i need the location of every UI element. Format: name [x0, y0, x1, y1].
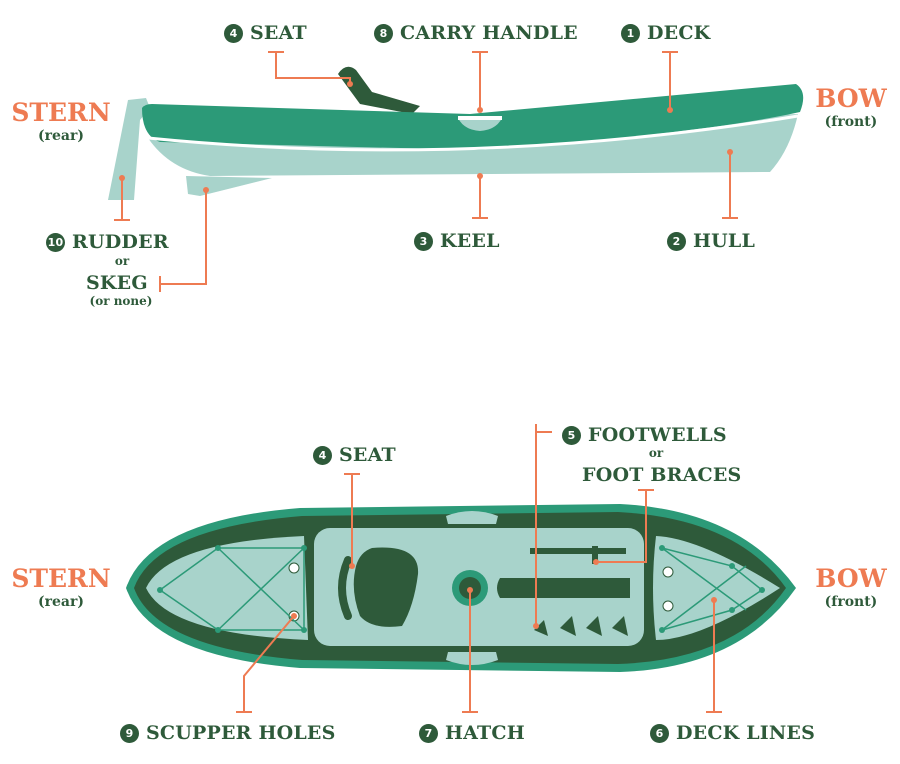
label-text: HULL: [693, 230, 756, 252]
side-view-leader-dots: [119, 81, 733, 193]
number-badge: 2: [667, 231, 686, 251]
scupper-hole-1: [288, 562, 300, 574]
stern-deck-lines: [159, 547, 305, 631]
foot-brace-rail: [530, 548, 626, 554]
scupper-hole-4: [662, 600, 674, 612]
top-seat-front: [338, 556, 352, 620]
label-text: KEEL: [440, 230, 500, 252]
label-footwells: 5 FOOTWELLS: [562, 424, 727, 446]
label-text: SCUPPER HOLES: [146, 722, 336, 744]
side-view-kayak: [108, 66, 804, 200]
sheer-line: [147, 114, 799, 152]
seat-back-shape: [338, 66, 420, 114]
number-badge: 3: [414, 231, 433, 251]
number-badge: 9: [120, 723, 139, 743]
top-carry-handle-rear: [446, 652, 498, 665]
number-badge: 5: [562, 425, 581, 445]
top-view-leader-dots: [291, 559, 717, 629]
number-badge: 10: [46, 232, 65, 252]
side-bow-subtitle: (front): [824, 114, 878, 130]
side-stern-subtitle: (rear): [38, 128, 84, 144]
label-text: FOOT BRACES: [582, 464, 742, 486]
label-text: SKEG: [86, 272, 148, 294]
label-keel: 3 KEEL: [414, 230, 500, 252]
number-badge: 1: [621, 23, 640, 43]
carry-handle-shape: [458, 118, 502, 131]
label-deck-lines: 6 DECK LINES: [650, 722, 815, 744]
label-seat-side: 4 SEAT: [224, 22, 307, 44]
scupper-hole-3: [662, 566, 674, 578]
label-rudder: 10 RUDDER: [46, 231, 169, 253]
top-carry-handle-front: [446, 511, 498, 524]
label-hull: 2 HULL: [667, 230, 755, 252]
footwell-channel: [497, 578, 630, 598]
side-view-leader-lines: [114, 51, 738, 292]
number-badge: 6: [650, 723, 669, 743]
number-badge: 7: [419, 723, 438, 743]
label-text: HATCH: [445, 722, 525, 744]
top-view-kayak: [126, 504, 796, 672]
number-badge: 4: [313, 445, 332, 465]
skeg-subtitle: (or none): [89, 294, 153, 308]
or-text-rudder-skeg: or: [114, 254, 130, 268]
rudder-shape: [108, 98, 150, 200]
side-stern-title: STERN: [11, 98, 111, 127]
label-skeg: SKEG: [86, 272, 148, 294]
label-text: DECK LINES: [676, 722, 816, 744]
top-stern-title: STERN: [11, 564, 111, 593]
stern-deck-line-dots: [157, 545, 307, 633]
number-badge: 4: [224, 23, 243, 43]
top-bow-subtitle: (front): [824, 594, 878, 610]
or-text-footwells: or: [648, 446, 664, 460]
skeg-shape: [186, 176, 272, 196]
top-seat: [353, 547, 419, 627]
stern-tankwell: [146, 536, 308, 640]
label-text: DECK: [647, 22, 711, 44]
label-text: RUDDER: [72, 231, 169, 253]
top-view-leader-lines: [236, 424, 722, 713]
footwell-teeth: [534, 616, 628, 636]
label-text: FOOTWELLS: [588, 424, 727, 446]
label-carry-handle: 8 CARRY HANDLE: [374, 22, 578, 44]
label-seat-top: 4 SEAT: [313, 444, 396, 466]
bow-deck-line-dots: [659, 545, 765, 633]
label-deck: 1 DECK: [621, 22, 710, 44]
label-text: SEAT: [250, 22, 307, 44]
label-text: SEAT: [339, 444, 396, 466]
label-scupper-holes: 9 SCUPPER HOLES: [120, 722, 336, 744]
top-stern-subtitle: (rear): [38, 594, 84, 610]
label-foot-braces: FOOT BRACES: [582, 464, 741, 486]
top-bow-title: BOW: [815, 564, 887, 593]
carry-handle-grip: [458, 116, 502, 120]
label-hatch: 7 HATCH: [419, 722, 525, 744]
side-bow-title: BOW: [815, 84, 887, 113]
label-text: CARRY HANDLE: [400, 22, 578, 44]
number-badge: 8: [374, 23, 393, 43]
